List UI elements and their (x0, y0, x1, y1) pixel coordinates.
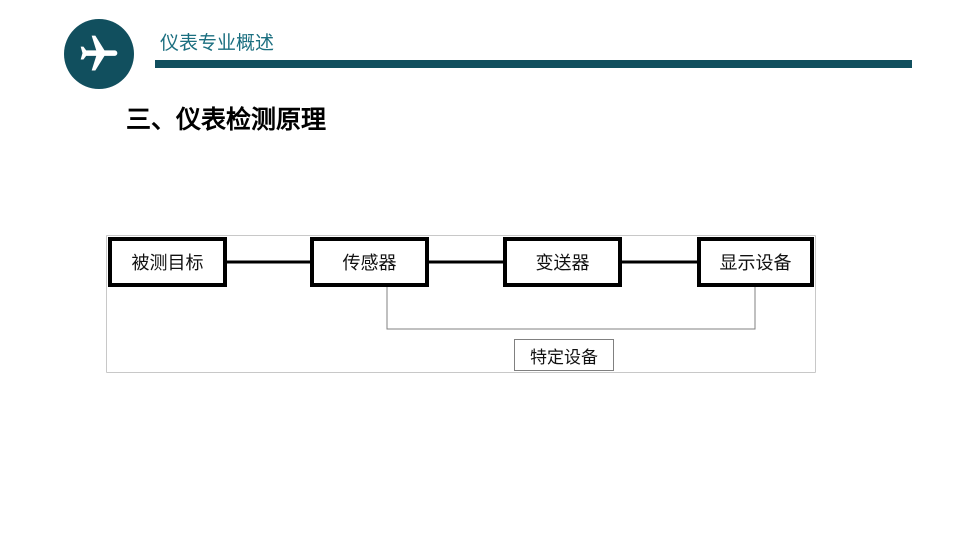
node-special-device: 特定设备 (514, 339, 614, 371)
logo-badge (64, 19, 134, 89)
node-display-device: 显示设备 (697, 237, 814, 287)
section-title: 三、仪表检测原理 (126, 105, 327, 134)
node-measured-target: 被测目标 (108, 237, 227, 287)
airplane-icon (80, 35, 118, 71)
header-divider (155, 60, 912, 68)
connector-sensor-display-bypass (386, 287, 756, 330)
node-transmitter: 变送器 (503, 237, 622, 287)
detection-principle-diagram: 被测目标 传感器 变送器 显示设备 特定设备 (106, 235, 816, 373)
header-title: 仪表专业概述 (160, 32, 275, 54)
node-sensor: 传感器 (310, 237, 429, 287)
diagram-connectors (106, 235, 816, 373)
